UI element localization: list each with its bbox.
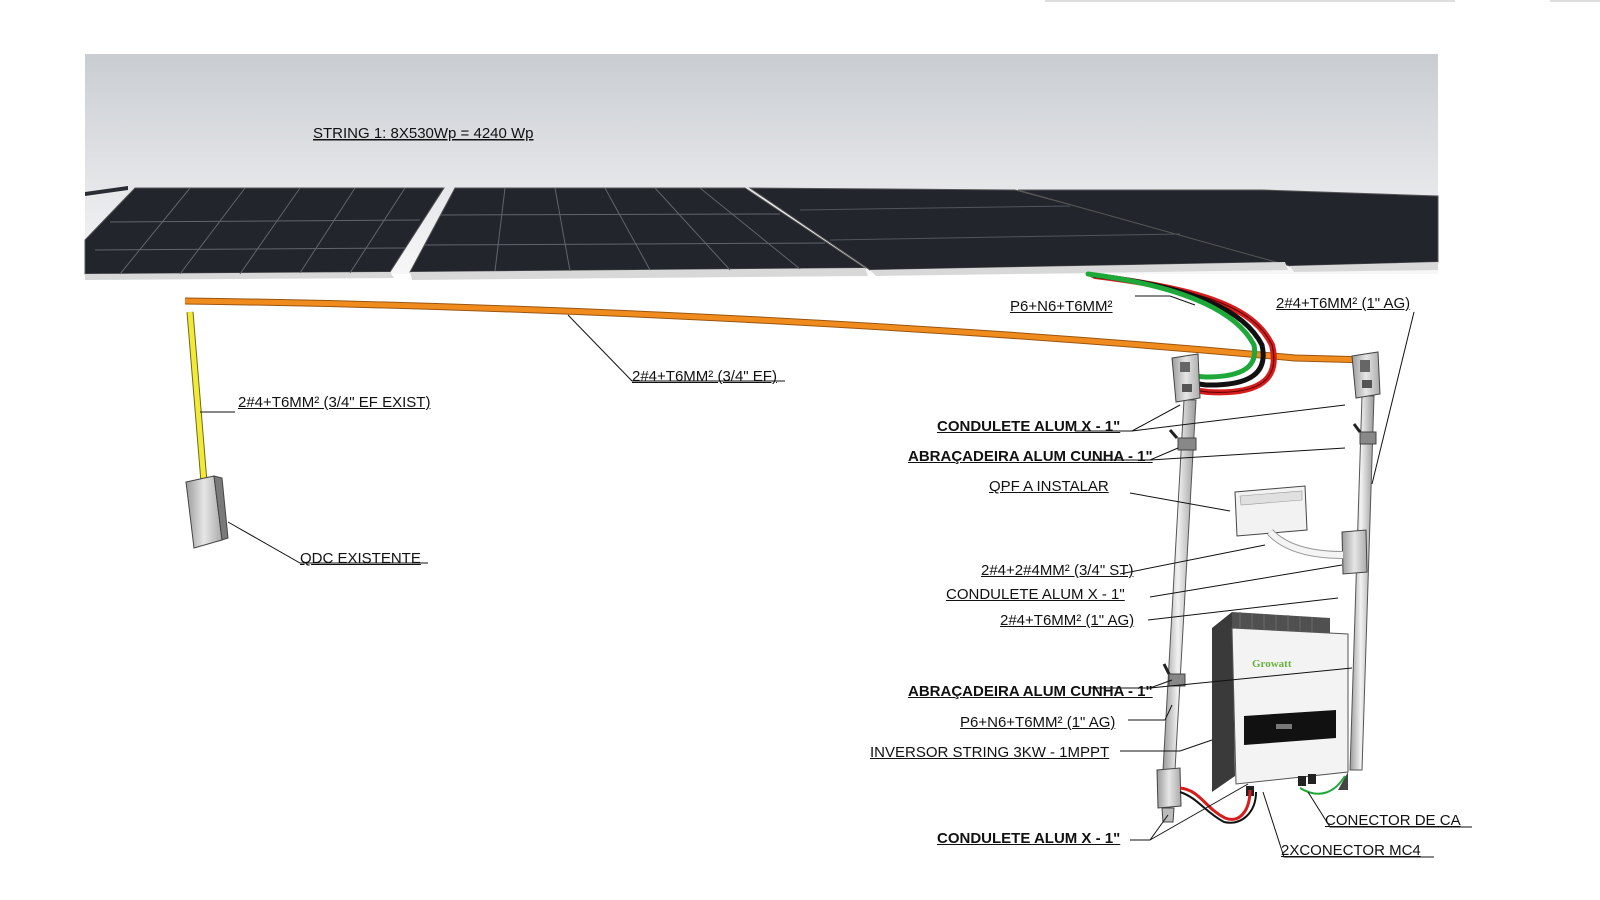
inverter xyxy=(1212,612,1349,796)
condulete-top-right xyxy=(1351,351,1381,399)
inverter-ac-cable xyxy=(1179,786,1252,821)
label-st: 2#4+2#4MM² (3/4" ST) xyxy=(981,562,1134,579)
label-conector-ca: CONECTOR DE CA xyxy=(1325,812,1461,829)
label-condulete-1: CONDULETE ALUM X - 1" xyxy=(937,418,1121,435)
label-p6-top: P6+N6+T6MM² xyxy=(1010,298,1113,315)
label-ag-mid: 2#4+T6MM² (1" AG) xyxy=(1000,612,1135,629)
label-qdc-existente: QDC EXISTENTE xyxy=(300,550,421,567)
label-abracadeira-2: ABRAÇADEIRA ALUM CUNHA - 1" xyxy=(908,683,1153,700)
label-qpf: QPF A INSTALAR xyxy=(989,478,1109,495)
condulete-bottom-left xyxy=(1156,767,1182,823)
leader-lines xyxy=(200,295,1472,858)
label-condulete-3: CONDULETE ALUM X - 1" xyxy=(937,830,1121,847)
condulete-top-left xyxy=(1171,353,1201,403)
solar-panel xyxy=(85,186,128,196)
condulete-mid-right xyxy=(1341,529,1368,575)
label-ag-top: 2#4+T6MM² (1" AG) xyxy=(1276,295,1411,312)
label-conector-mc4: 2XCONECTOR MC4 xyxy=(1281,842,1421,859)
label-ef: 2#4+T6MM² (3/4" EF) xyxy=(632,368,777,385)
cable-bundle xyxy=(1085,271,1277,396)
label-inversor: INVERSOR STRING 3KW - 1MPPT xyxy=(870,744,1110,761)
qpf-box xyxy=(1234,485,1308,537)
label-p6-ag: P6+N6+T6MM² (1" AG) xyxy=(960,714,1116,731)
solar-panel-array xyxy=(84,186,1439,280)
string-title: STRING 1: 8X530Wp = 4240 Wp xyxy=(313,125,534,142)
solar-panel xyxy=(84,187,445,275)
right-pipe xyxy=(1349,395,1377,771)
inverter-brand-logo: Growatt xyxy=(1252,658,1292,670)
label-condulete-2: CONDULETE ALUM X - 1" xyxy=(946,586,1125,603)
label-abracadeira-1: ABRAÇADEIRA ALUM CUNHA - 1" xyxy=(908,448,1153,465)
solar-panel xyxy=(1017,189,1439,267)
label-ef-exist: 2#4+T6MM² (3/4" EF EXIST) xyxy=(238,394,431,411)
qdc-existing-box xyxy=(185,475,229,549)
